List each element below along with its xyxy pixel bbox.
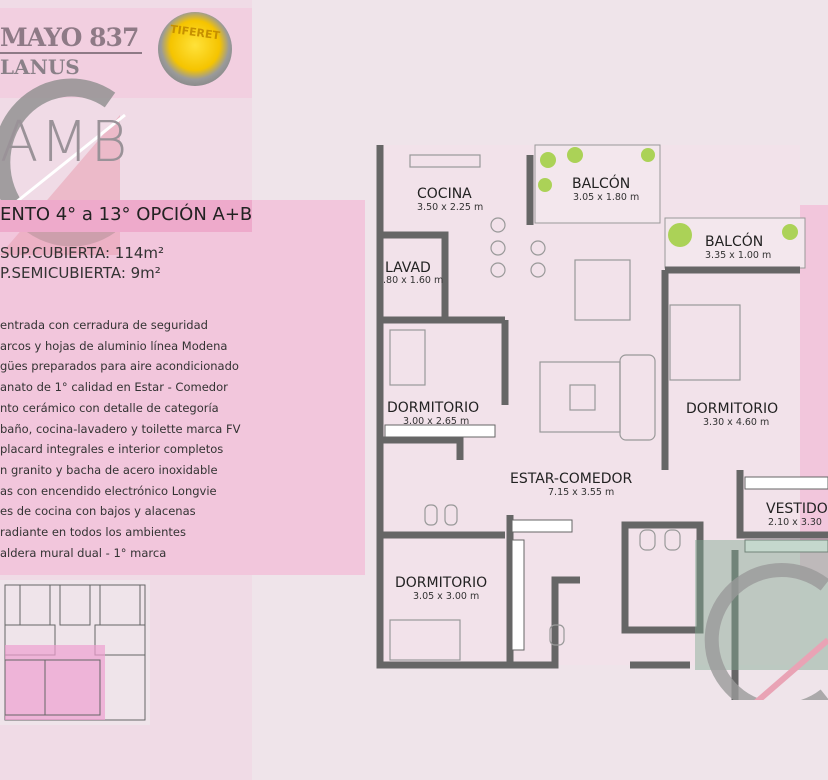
brand-label: TIFERET (169, 22, 221, 43)
brand-logo: TIFERET (158, 12, 232, 86)
amb-label: AMB (0, 110, 130, 175)
feature-item: baño, cocina-lavadero y toilette marca F… (0, 421, 241, 436)
room-name-cocina: COCINA (417, 186, 472, 202)
building-key-plan (0, 580, 150, 725)
feature-item: placard integrales e interior completos (0, 442, 224, 457)
location-subtitle: LANUS (0, 55, 80, 79)
room-dims-estar-comedor: 7.15 x 3.55 m (548, 487, 614, 498)
feature-item: n granito y bacha de acero inoxidable (0, 462, 218, 477)
sup-cubierta: SUP.CUBIERTA: 114m² (0, 244, 165, 262)
room-name-dormitorio-1: DORMITORIO (387, 400, 479, 416)
room-name-estar-comedor: ESTAR-COMEDOR (510, 471, 633, 487)
room-name-lavadero: LAVAD (385, 260, 431, 276)
feature-item: gües preparados para aire acondicionado (0, 359, 239, 374)
features-list: entrada con cerradura de seguridad arcos… (0, 315, 240, 563)
room-name-balcon-1: BALCÓN (572, 174, 630, 192)
feature-item: arcos y hojas de aluminio línea Modena (0, 338, 228, 353)
room-name-dormitorio-2: DORMITORIO (686, 401, 778, 417)
room-name-vestidor: VESTIDO (766, 501, 828, 517)
room-dims-cocina: 3.50 x 2.25 m (417, 202, 483, 213)
option-title: ENTO 4° a 13° OPCIÓN A+B (0, 204, 253, 225)
room-dims-dormitorio-1: 3.00 x 2.65 m (403, 416, 469, 427)
feature-item: nto cerámico con detalle de categoría (0, 400, 219, 415)
room-name-dormitorio-3: DORMITORIO (395, 575, 487, 591)
room-dims-balcon-2: 3.35 x 1.00 m (705, 250, 771, 261)
room-dims-dormitorio-3: 3.05 x 3.00 m (413, 591, 479, 602)
room-name-balcon-2: BALCÓN (705, 232, 763, 250)
sup-semicubierta: P.SEMICUBIERTA: 9m² (0, 264, 161, 282)
feature-item: as con encendido electrónico Longvie (0, 483, 217, 498)
plant-icon (538, 147, 798, 247)
feature-item: es de cocina con bajos y alacenas (0, 504, 196, 519)
room-dims-balcon-1: 3.05 x 1.80 m (573, 192, 639, 203)
floor-plan: COCINA 3.50 x 2.25 m BALCÓN 3.05 x 1.80 … (376, 144, 828, 700)
room-dims-vestidor: 2.10 x 3.30 (768, 517, 822, 528)
balcony-1 (534, 144, 661, 224)
option-bar (0, 200, 252, 232)
feature-item: anato de 1° calidad en Estar - Comedor (0, 380, 228, 395)
furniture (389, 154, 741, 661)
room-dims-lavadero: .80 x 1.60 m (383, 275, 443, 286)
feature-item: aldera mural dual - 1° marca (0, 545, 167, 560)
pink-band (0, 200, 365, 575)
room-dims-dormitorio-2: 3.30 x 4.60 m (703, 417, 769, 428)
feature-item: entrada con cerradura de seguridad (0, 318, 208, 332)
feature-item: radiante en todos los ambientes (0, 525, 186, 540)
building-title: MAYO 837 (0, 24, 143, 54)
